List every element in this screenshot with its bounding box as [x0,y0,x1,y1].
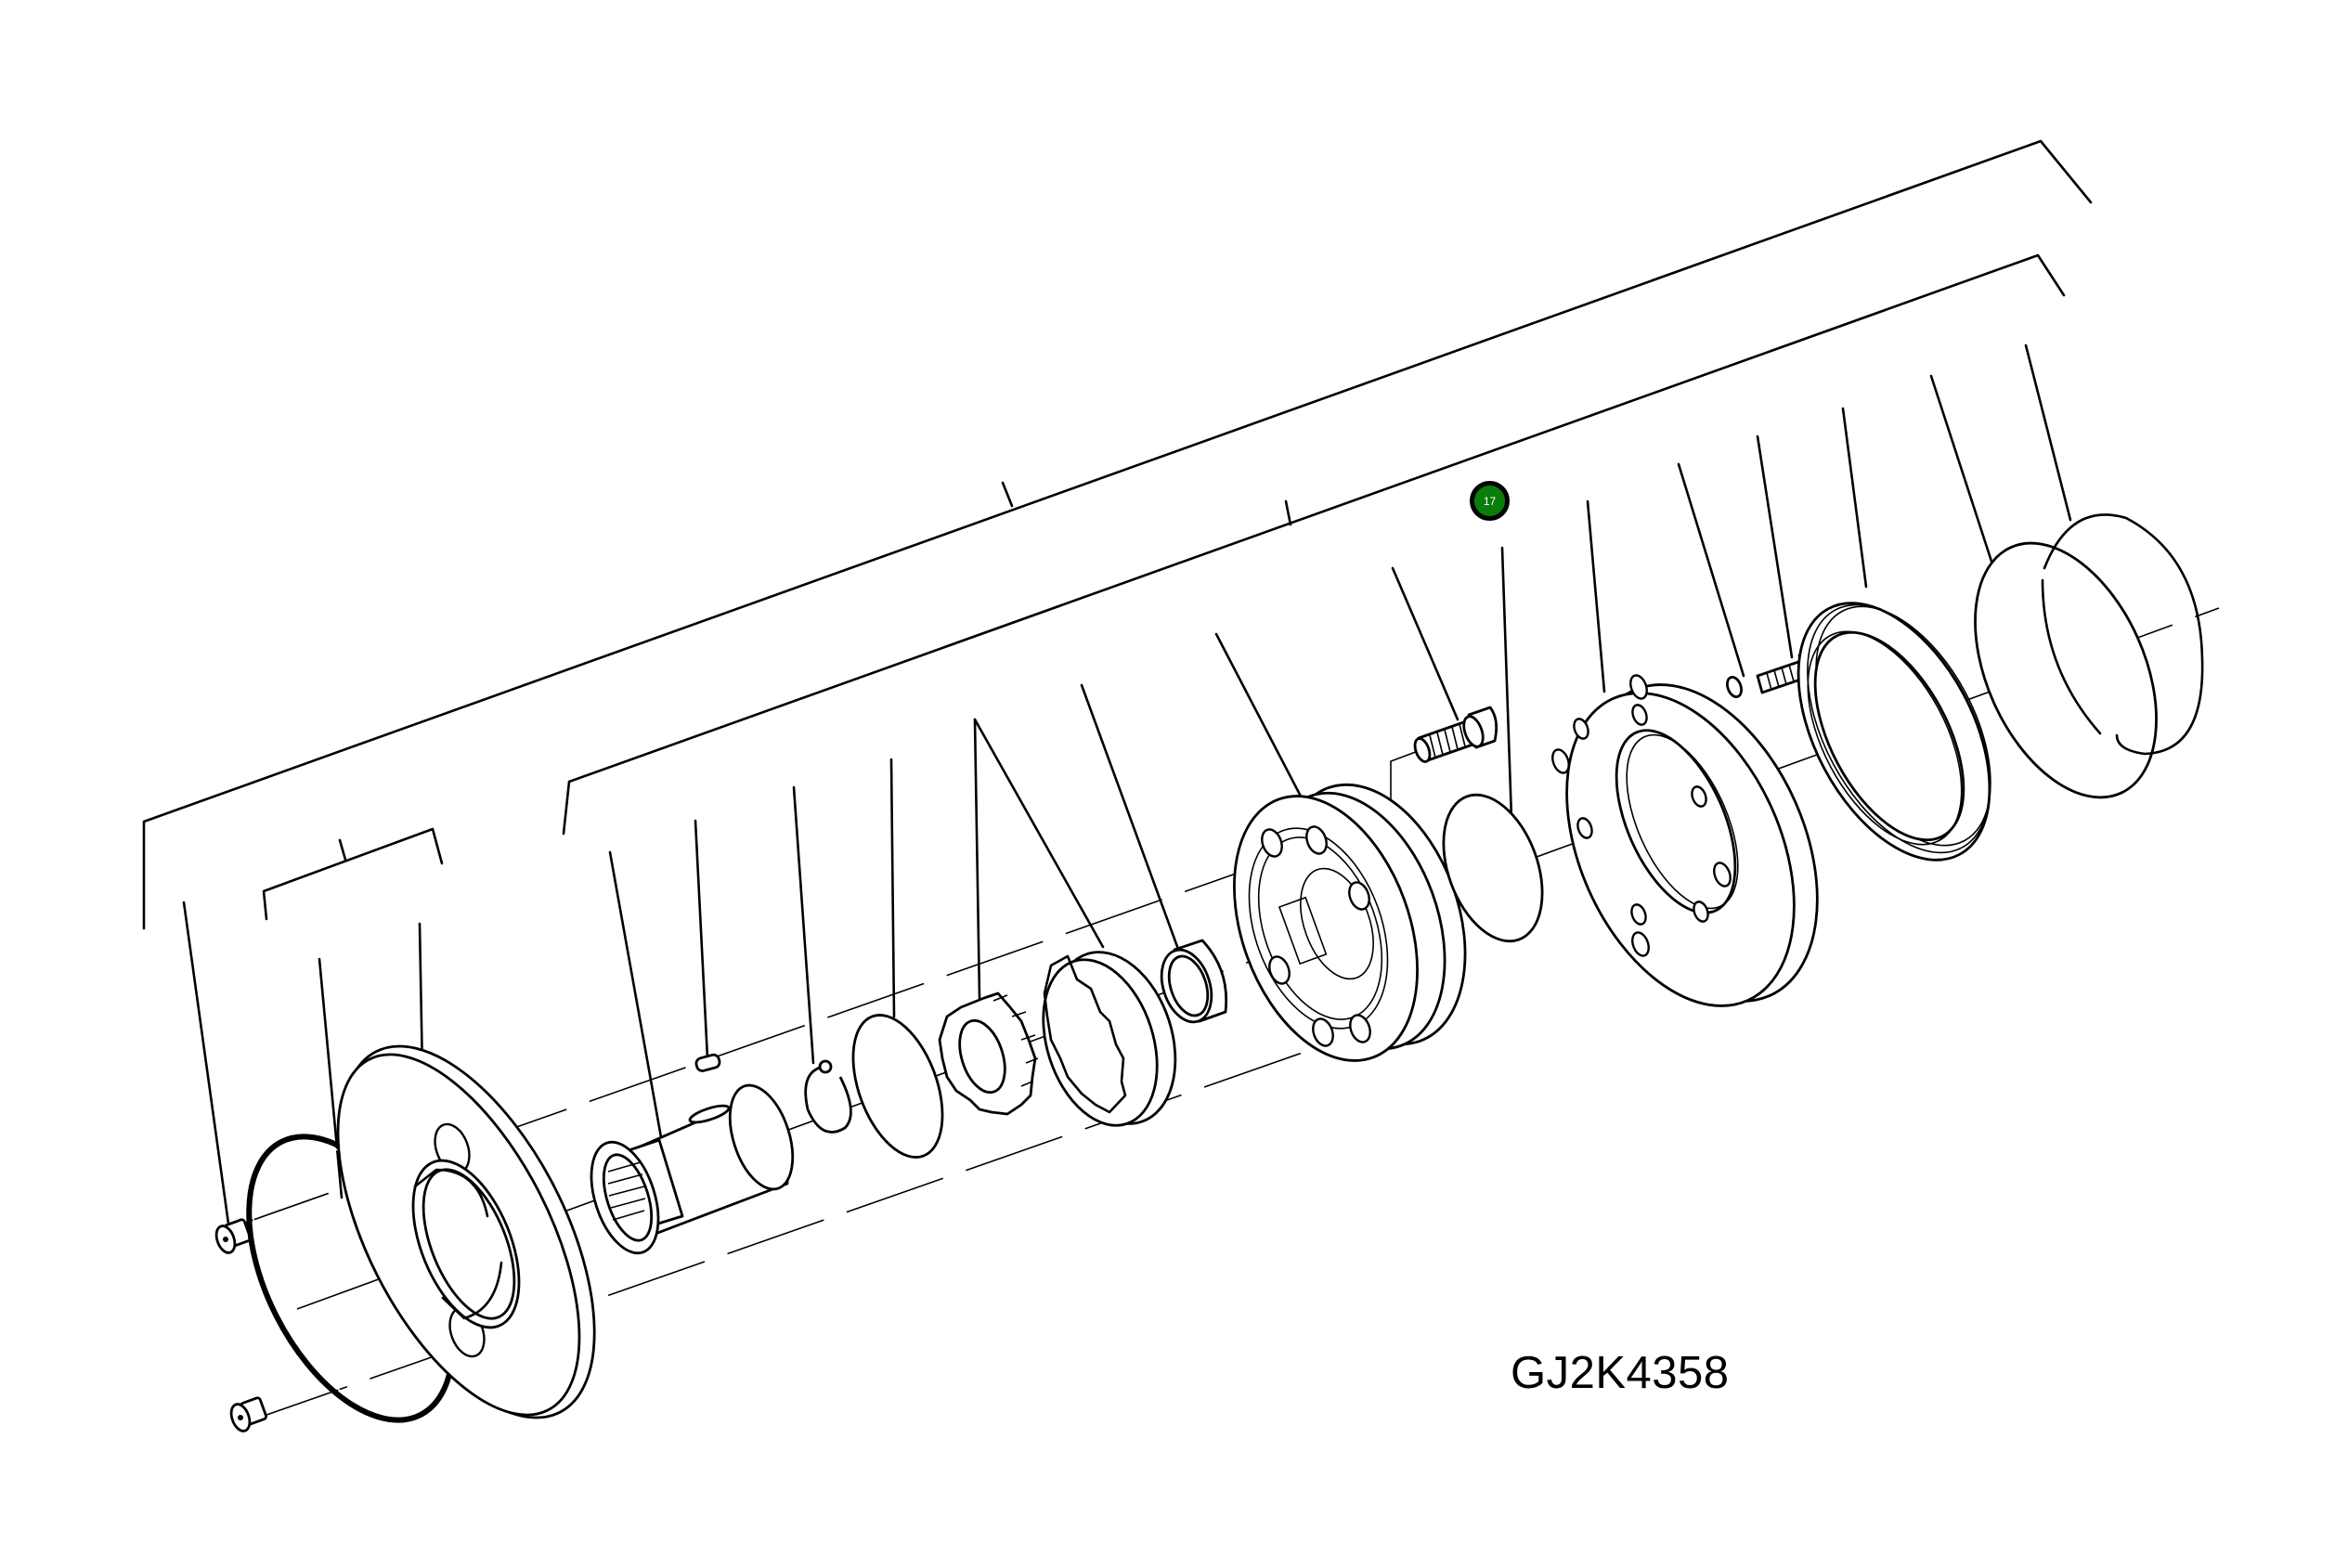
leader-lines [182,343,2072,1225]
assembly-bracket-outer [142,139,2093,930]
inner-gear-rotor [938,991,1039,1116]
snap-ring [804,1059,852,1134]
bushing [1160,939,1228,1024]
assembly-bracket-inner [562,253,2066,836]
callout-badge-17[interactable]: 17 [1470,481,1510,521]
socket-head-cap-screw-1 [1413,706,1498,763]
end-flange-plate [336,1044,596,1419]
seal-disc [1442,793,1544,943]
countersunk-screw-lower [229,1396,267,1432]
callout-label: 17 [1483,494,1497,508]
bolt-flange [1551,674,1819,1007]
seal-disc-2 [1974,541,2158,799]
splined-shaft-sleeve [590,1083,795,1255]
seal-disc-3 [2041,513,2204,756]
key [694,1053,721,1072]
thrust-washer [851,1014,944,1159]
lip-seal-ring [1797,602,1991,862]
assembly-bracket-small [262,827,444,921]
outer-gear-ring [1042,951,1177,1127]
drawing-number: GJ2K4358 [1511,1348,1730,1398]
small-washer [1726,675,1743,699]
housing-hub [1233,783,1467,1062]
countersunk-screw-upper [214,1218,252,1254]
